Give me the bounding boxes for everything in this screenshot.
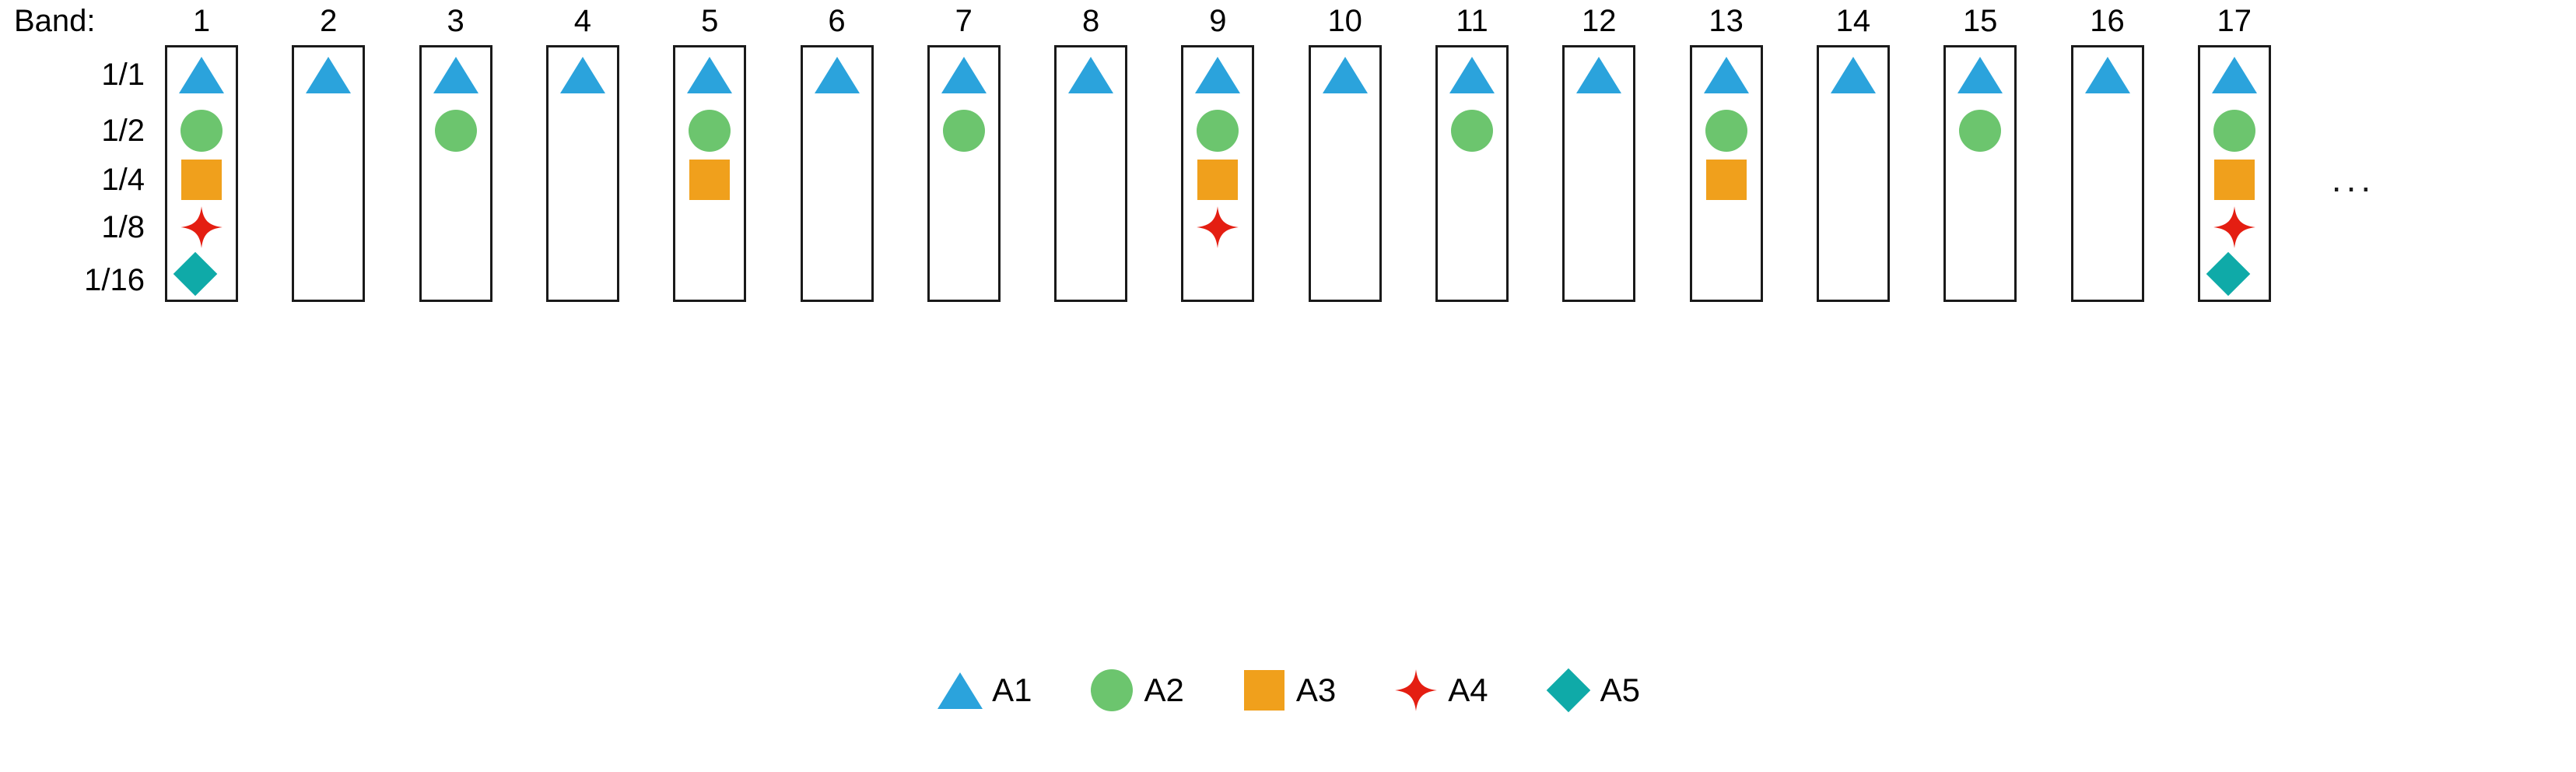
- scale-label-1-8: 1/8: [101, 210, 145, 244]
- a1-marker-band-10: [1322, 56, 1368, 93]
- a2-marker-band-17: [2213, 110, 2255, 152]
- a2-marker-band-13: [1705, 110, 1747, 152]
- band-number-5: 5: [701, 4, 719, 38]
- a4-marker-band-9: [1196, 205, 1239, 249]
- band-number-6: 6: [828, 4, 846, 38]
- scale-label-1-2: 1/2: [101, 114, 145, 148]
- a1-marker-band-5: [687, 56, 733, 93]
- legend-item-a5[interactable]: A5: [1544, 668, 1640, 713]
- legend-label-a3: A3: [1295, 672, 1337, 708]
- a1-marker-band-7: [941, 56, 987, 93]
- diamond-icon: [1546, 668, 1590, 713]
- a2-marker-band-9: [1197, 110, 1239, 152]
- legend-label-a4: A4: [1448, 672, 1488, 708]
- legend-label-a1: A1: [992, 672, 1032, 708]
- a1-marker-band-4: [559, 56, 605, 93]
- a1-marker-band-3: [433, 56, 478, 93]
- band-number-8: 8: [1081, 4, 1100, 38]
- band-number-13: 13: [1709, 4, 1744, 38]
- star-icon: [1394, 668, 1438, 712]
- a1-marker-band-1: [179, 56, 224, 93]
- a2-marker-band-15: [1959, 110, 2002, 152]
- legend-item-a4[interactable]: A4: [1392, 668, 1488, 713]
- band-number-16: 16: [2090, 4, 2125, 38]
- a1-marker-band-13: [1703, 56, 1749, 93]
- legend-item-a2[interactable]: A2: [1088, 668, 1184, 713]
- a3-marker-band-17: [2213, 160, 2255, 200]
- legend-swatch-a1: [936, 668, 984, 713]
- band-column-2[interactable]: [292, 45, 366, 302]
- scale-label-1-1: 1/1: [101, 58, 145, 92]
- band-number-10: 10: [1327, 4, 1362, 38]
- a3-marker-band-1: [181, 160, 222, 200]
- a1-marker-band-9: [1195, 56, 1241, 93]
- legend-label-a2: A2: [1144, 672, 1184, 708]
- a3-marker-band-5: [689, 160, 731, 200]
- a1-marker-band-16: [2084, 56, 2130, 93]
- circle-icon: [1091, 669, 1134, 711]
- a2-marker-band-7: [942, 110, 985, 152]
- band-column-10[interactable]: [1308, 45, 1382, 302]
- a2-marker-band-1: [180, 110, 223, 152]
- a1-marker-band-12: [1576, 56, 1622, 93]
- legend: A1 A2 A3 A4 A5: [0, 663, 2576, 718]
- a4-marker-band-17: [2213, 205, 2256, 249]
- a1-marker-band-17: [2211, 56, 2257, 93]
- a2-marker-band-5: [689, 110, 731, 152]
- band-number-11: 11: [1456, 4, 1488, 38]
- a1-marker-band-8: [1068, 56, 1114, 93]
- band-number-1: 1: [192, 4, 211, 38]
- band-number-7: 7: [955, 4, 973, 38]
- legend-swatch-a5: [1544, 668, 1593, 713]
- band-number-3: 3: [447, 4, 464, 38]
- a1-marker-band-6: [814, 56, 860, 93]
- a1-marker-band-14: [1830, 56, 1876, 93]
- triangle-icon: [938, 672, 983, 709]
- a1-marker-band-2: [306, 56, 352, 93]
- legend-item-a3[interactable]: A3: [1240, 668, 1336, 713]
- scale-label-1-4: 1/4: [101, 163, 145, 197]
- continuation-ellipsis: ...: [2331, 159, 2376, 199]
- band-number-12: 12: [1582, 4, 1617, 38]
- a3-marker-band-9: [1197, 160, 1239, 200]
- band-number-15: 15: [1962, 4, 1998, 38]
- band-number-14: 14: [1835, 4, 1871, 38]
- band-number-2: 2: [320, 4, 338, 38]
- a1-marker-band-15: [1957, 56, 2003, 93]
- band-column-8[interactable]: [1054, 45, 1128, 302]
- legend-swatch-a2: [1088, 668, 1136, 713]
- a2-marker-band-3: [434, 110, 477, 152]
- band-number-9: 9: [1209, 4, 1227, 38]
- a1-marker-band-11: [1449, 56, 1495, 93]
- a4-marker-band-1: [180, 205, 223, 249]
- a3-marker-band-13: [1705, 160, 1747, 200]
- a2-marker-band-11: [1451, 110, 1493, 152]
- square-icon: [1243, 670, 1284, 711]
- band-axis-label: Band:: [14, 4, 96, 38]
- legend-swatch-a4: [1392, 668, 1440, 713]
- legend-swatch-a3: [1240, 668, 1288, 713]
- legend-item-a1[interactable]: A1: [936, 668, 1032, 713]
- band-number-4: 4: [573, 4, 592, 38]
- band-number-17: 17: [2217, 4, 2252, 38]
- legend-label-a5: A5: [1600, 672, 1640, 708]
- scale-label-1-16: 1/16: [84, 263, 145, 297]
